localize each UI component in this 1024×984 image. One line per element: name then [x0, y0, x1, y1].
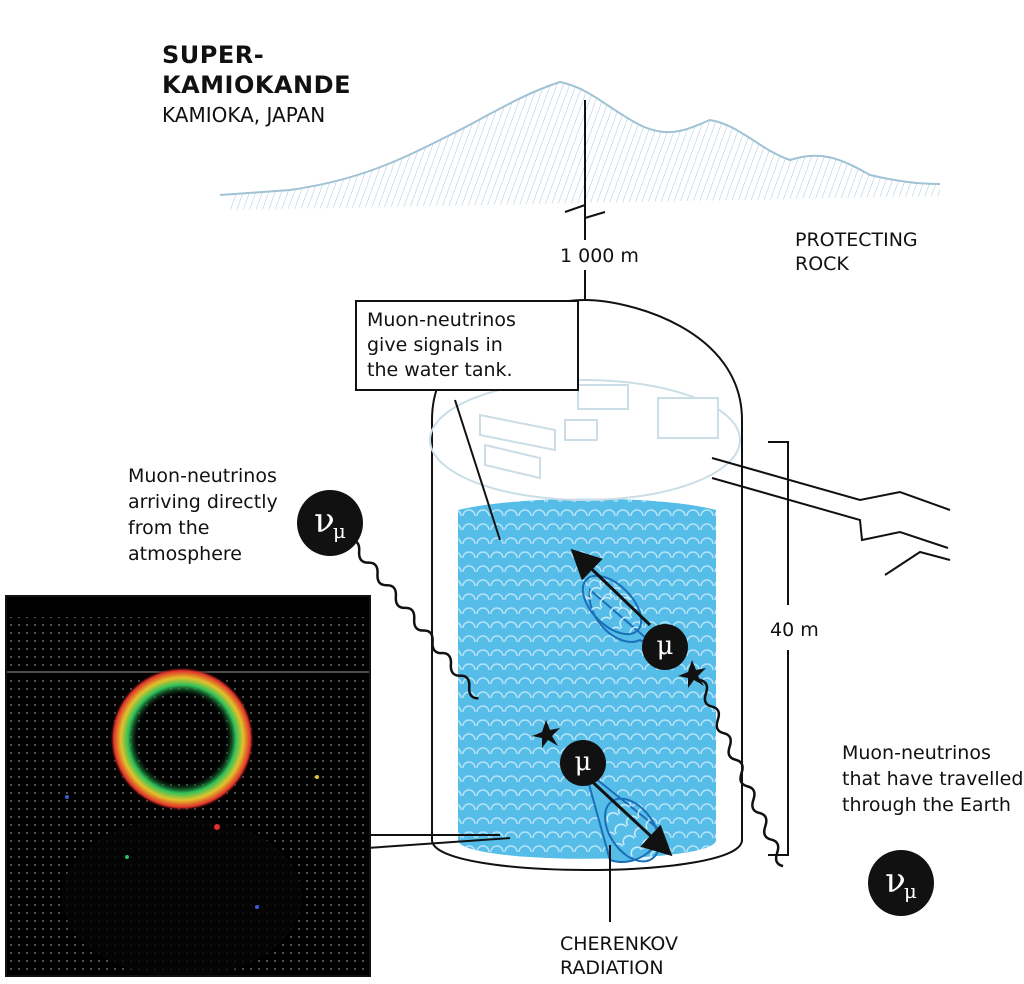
right-label-line-3: through the Earth	[842, 794, 1011, 816]
nu-symbol: ν	[885, 861, 906, 901]
left-label-line-4: atmosphere	[128, 543, 242, 565]
access-tunnel	[711, 457, 951, 576]
earth-neutrino-label: Muon-neutrinos that have travelled throu…	[842, 740, 1023, 818]
cherenkov-line-1: CHERENKOV	[560, 933, 679, 955]
cherenkov-ring	[110, 667, 254, 811]
neutrino-path-earth	[699, 678, 784, 868]
event-display-image	[7, 597, 369, 975]
title-line-1: SUPER-	[162, 41, 265, 69]
title-line-2: KAMIOKANDE	[162, 71, 351, 99]
height-bracket	[768, 441, 789, 856]
detector-title: SUPER- KAMIOKANDE	[162, 40, 351, 100]
right-label-line-1: Muon-neutrinos	[842, 742, 991, 764]
interaction-star-upper	[678, 660, 706, 688]
protecting-rock-line-2: ROCK	[795, 253, 849, 275]
inset-pointer	[366, 834, 511, 849]
left-label-line-3: from the	[128, 517, 210, 539]
neutrino-path-atmosphere	[349, 538, 479, 700]
nu-symbol: ν	[314, 501, 335, 541]
protecting-rock-label: PROTECTING ROCK	[795, 228, 918, 276]
interaction-star-lower	[532, 720, 560, 748]
protecting-rock-line-1: PROTECTING	[795, 229, 918, 251]
cherenkov-line-2: RADIATION	[560, 957, 664, 979]
neutrino-badge-earth: νμ	[868, 850, 934, 916]
muon-badge-upper: μ	[642, 624, 688, 670]
cherenkov-label: CHERENKOV RADIATION	[560, 932, 678, 980]
right-label-line-2: that have travelled	[842, 768, 1024, 790]
mountain-outline	[219, 80, 941, 210]
callout-box: Muon-neutrinos give signals in the water…	[355, 300, 579, 391]
atmosphere-neutrino-label: Muon-neutrinos arriving directly from th…	[128, 463, 278, 567]
callout-pointer	[454, 399, 501, 541]
depth-line	[564, 100, 606, 305]
left-label-line-1: Muon-neutrinos	[128, 465, 277, 487]
event-display-inset	[5, 595, 371, 977]
depth-label: 1 000 m	[560, 245, 639, 267]
callout-line-3: the water tank.	[367, 359, 513, 381]
nu-subscript: μ	[332, 519, 346, 543]
muon-track-lower	[583, 773, 673, 857]
callout-line-2: give signals in	[367, 334, 503, 356]
neutrino-badge-atmosphere: νμ	[297, 490, 363, 556]
callout-line-1: Muon-neutrinos	[367, 309, 516, 331]
location-label: KAMIOKA, JAPAN	[162, 103, 326, 127]
muon-badge-lower: μ	[560, 740, 606, 786]
left-label-line-2: arriving directly	[128, 491, 278, 513]
nu-subscript: μ	[903, 879, 917, 903]
height-label: 40 m	[770, 619, 819, 641]
muon-track-upper	[570, 548, 652, 627]
